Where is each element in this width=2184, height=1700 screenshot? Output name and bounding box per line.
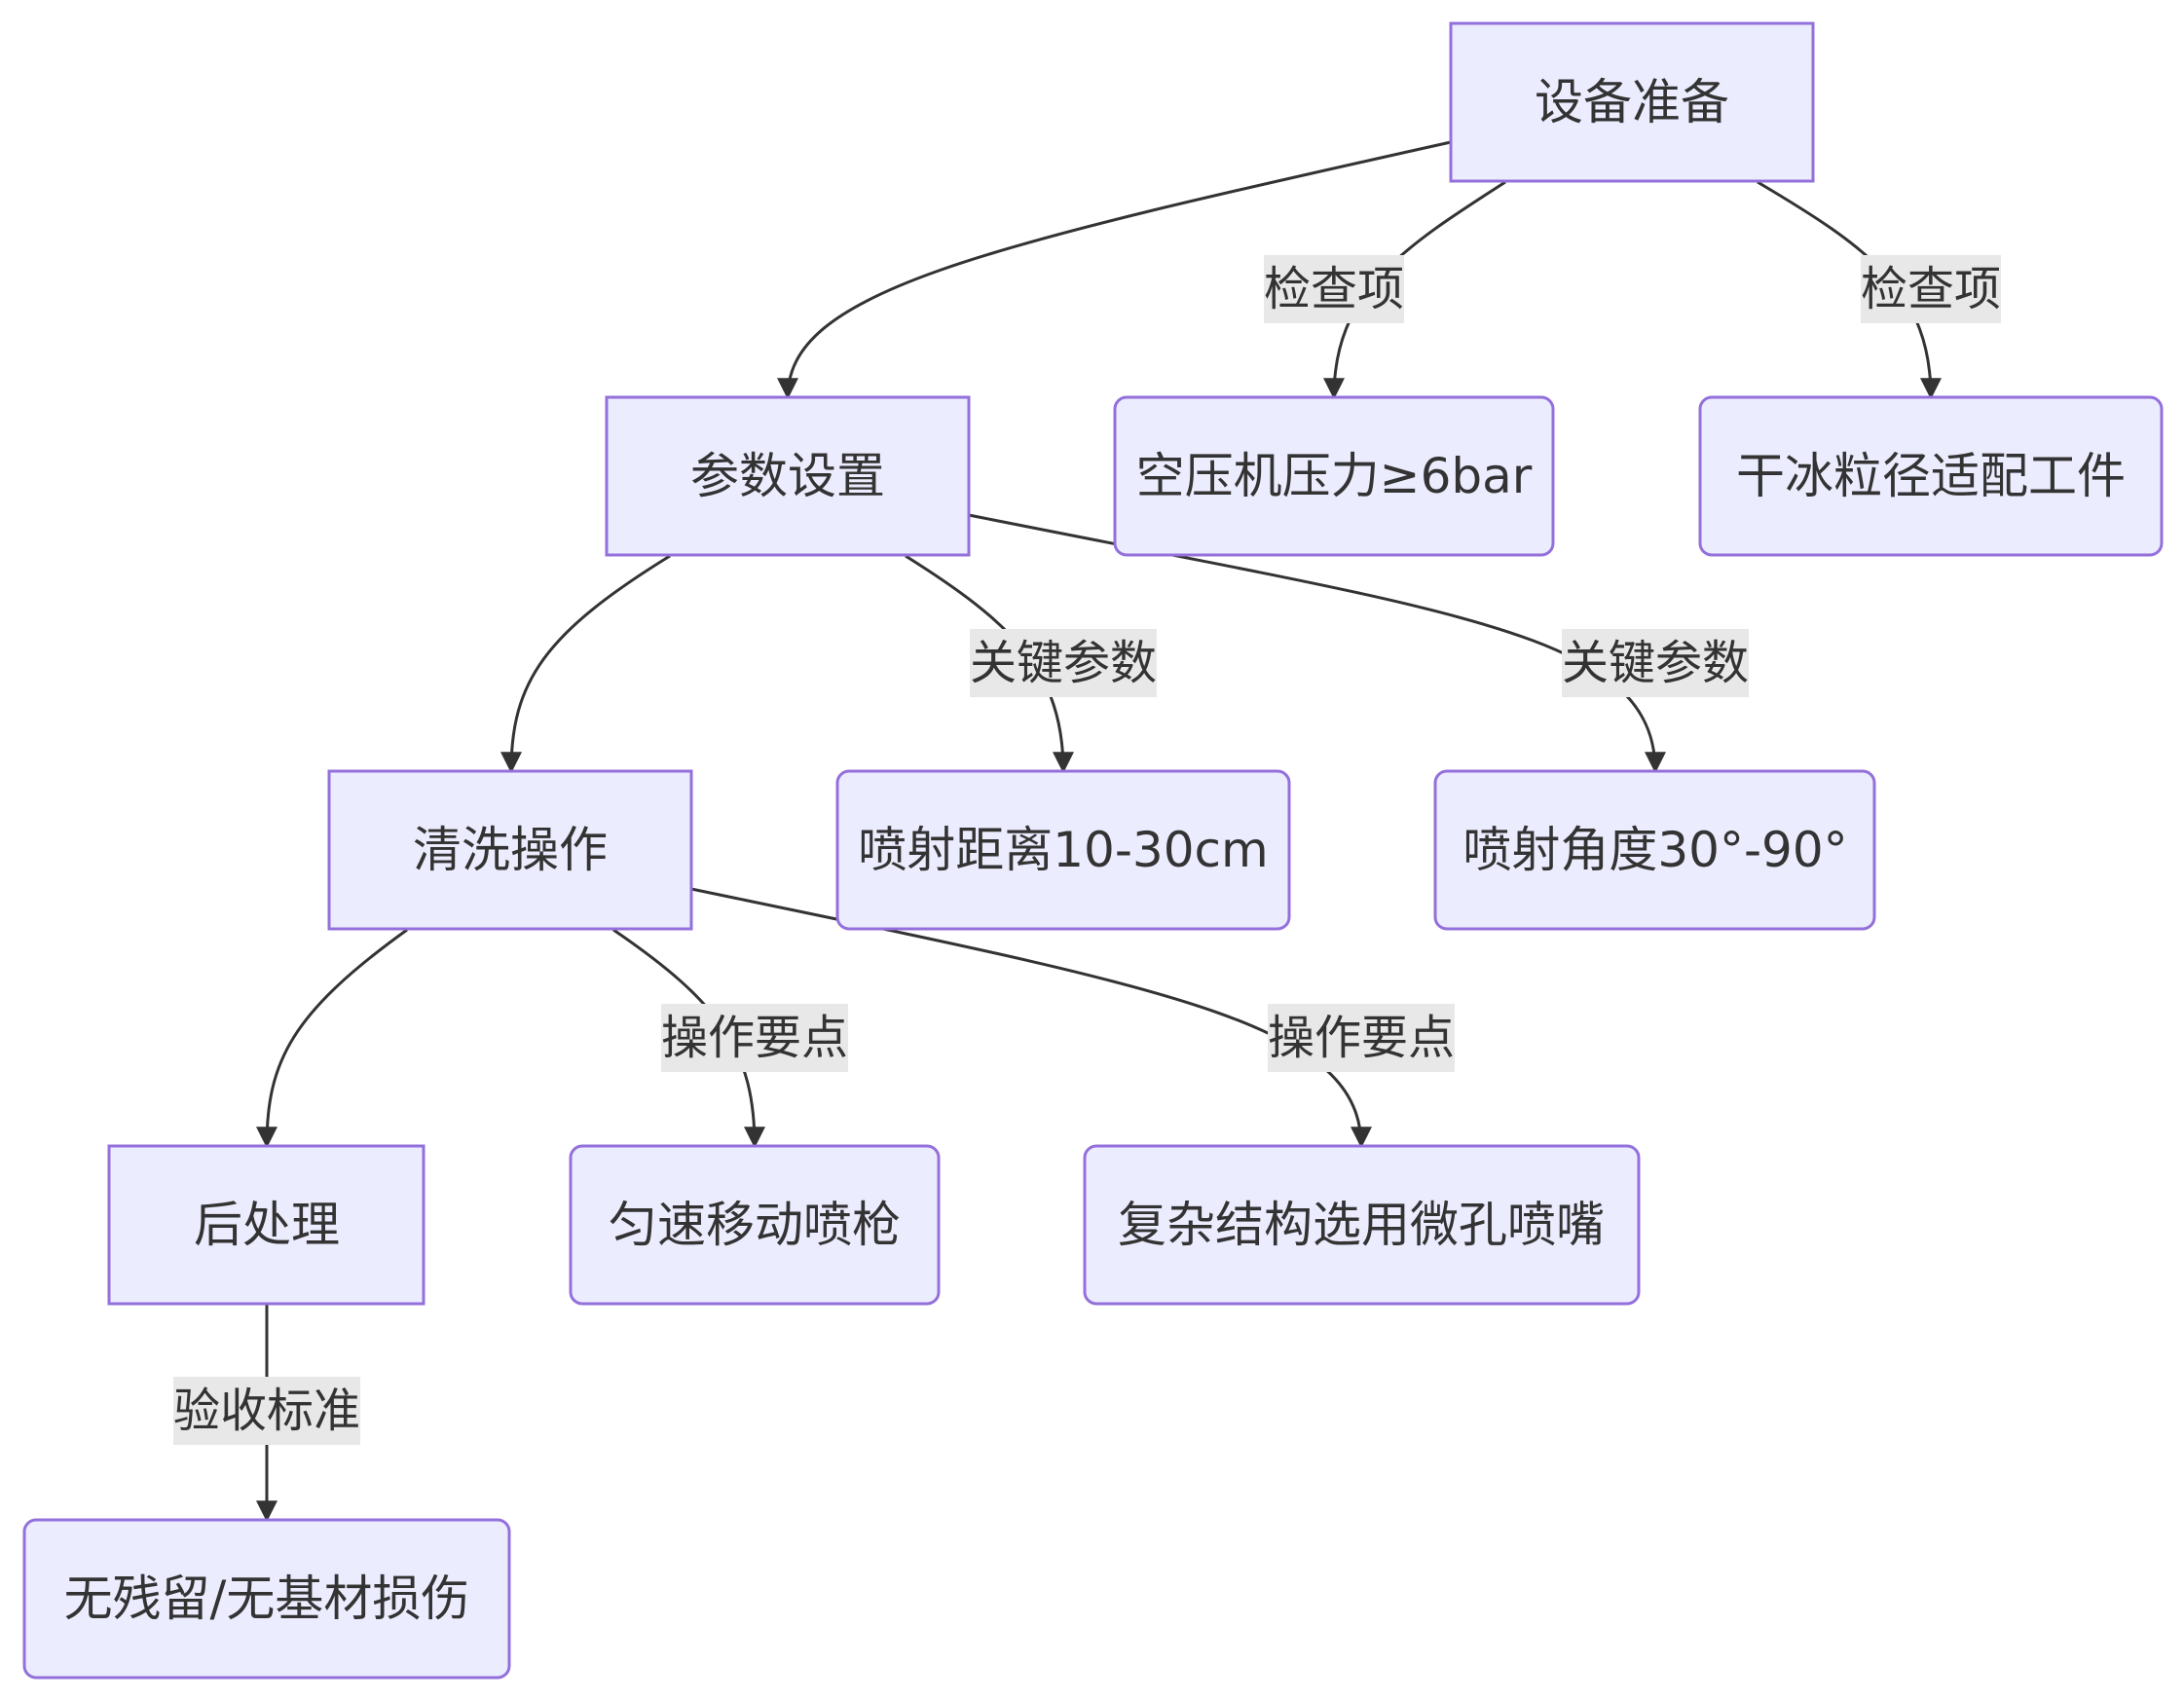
edge-prep-to-params bbox=[777, 140, 1452, 400]
node-nozzle[interactable]: 复杂结构选用微孔喷嘴 bbox=[1083, 1144, 1641, 1306]
node-dryice-label: 干冰粒径适配工件 bbox=[1736, 448, 2126, 504]
edge-label-op-2: 操作要点 bbox=[1268, 1004, 1455, 1072]
edge-label-check-1: 检查项 bbox=[1264, 255, 1404, 323]
edge-label-op-1-text: 操作要点 bbox=[661, 1011, 848, 1065]
node-angle[interactable]: 喷射角度30°-90° bbox=[1433, 769, 1876, 931]
node-move-label: 匀速移动喷枪 bbox=[609, 1197, 901, 1253]
edge-clean-to-post bbox=[256, 928, 408, 1149]
node-dryice[interactable]: 干冰粒径适配工件 bbox=[1698, 395, 2164, 557]
node-prep-label: 设备准备 bbox=[1535, 74, 1729, 130]
edge-label-key-1: 关键参数 bbox=[970, 629, 1157, 697]
edge-label-standard-text: 验收标准 bbox=[173, 1384, 360, 1438]
node-accept-label: 无残留/无基材损伤 bbox=[64, 1571, 470, 1627]
node-prep[interactable]: 设备准备 bbox=[1449, 21, 1815, 183]
node-params[interactable]: 参数设置 bbox=[605, 395, 971, 557]
node-params-label: 参数设置 bbox=[690, 448, 885, 504]
node-clean[interactable]: 清洗操作 bbox=[327, 769, 693, 931]
node-move[interactable]: 匀速移动喷枪 bbox=[569, 1144, 941, 1306]
edge-params-to-clean bbox=[500, 554, 671, 774]
node-post-label: 后处理 bbox=[194, 1197, 340, 1253]
node-distance-label: 喷射距离10-30cm bbox=[858, 822, 1268, 878]
edge-label-key-1-text: 关键参数 bbox=[970, 636, 1157, 690]
edge-label-check-2: 检查项 bbox=[1861, 255, 2001, 323]
node-accept[interactable]: 无残留/无基材损伤 bbox=[22, 1518, 511, 1680]
edge-label-key-2: 关键参数 bbox=[1562, 629, 1749, 697]
node-post[interactable]: 后处理 bbox=[107, 1144, 426, 1306]
node-distance[interactable]: 喷射距离10-30cm bbox=[835, 769, 1291, 931]
node-angle-label: 喷射角度30°-90° bbox=[1462, 822, 1847, 878]
edge-label-op-1: 操作要点 bbox=[661, 1004, 848, 1072]
edge-label-standard: 验收标准 bbox=[173, 1377, 360, 1445]
node-nozzle-label: 复杂结构选用微孔喷嘴 bbox=[1118, 1197, 1605, 1253]
edge-label-op-2-text: 操作要点 bbox=[1268, 1011, 1455, 1065]
edge-label-key-2-text: 关键参数 bbox=[1562, 636, 1749, 690]
edge-label-check-1-text: 检查项 bbox=[1264, 262, 1404, 316]
node-pressure-label: 空压机压力≥6bar bbox=[1136, 448, 1533, 504]
edge-label-check-2-text: 检查项 bbox=[1861, 262, 2001, 316]
nodes: 设备准备 参数设置 空压机压力≥6bar 干冰粒径适配工件 清洗操作 喷射距离1… bbox=[22, 21, 2164, 1680]
node-clean-label: 清洗操作 bbox=[413, 822, 608, 878]
edge-labels: 检查项 检查项 关键参数 关键参数 操作要点 操作要点 验收标准 bbox=[173, 255, 2001, 1445]
node-pressure[interactable]: 空压机压力≥6bar bbox=[1113, 395, 1555, 557]
